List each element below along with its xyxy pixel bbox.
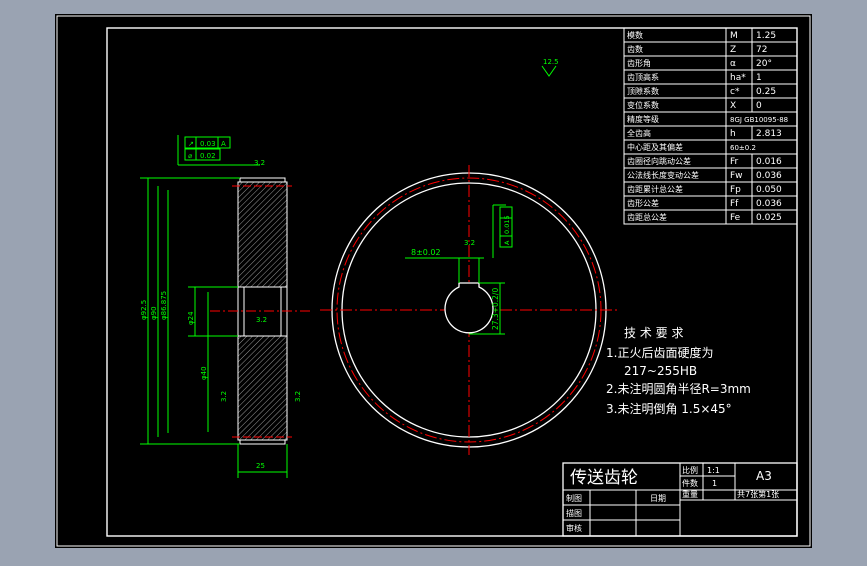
- sheets-text: 共7张第1张: [737, 489, 779, 499]
- param-value: 60±0.2: [730, 144, 756, 152]
- tech-item-1: 1.正火后齿面硬度为: [606, 345, 713, 360]
- dim-key-depth-text: 27.3+0.2/0: [491, 288, 500, 330]
- drawing-canvas[interactable]: [55, 14, 812, 548]
- tech-item-2: 2.未注明圆角半径R=3mm: [606, 381, 751, 396]
- param-name: 顶隙系数: [627, 86, 659, 96]
- param-symbol: Z: [730, 45, 736, 55]
- dim-pitch-text: φ90: [150, 306, 158, 320]
- roughness-top-text: 12.5: [543, 58, 559, 66]
- tech-title: 技 术 要 求: [624, 326, 683, 340]
- upper-section-hatch: [237, 181, 288, 288]
- draw-label: 描图: [566, 508, 582, 518]
- param-value: 0.25: [756, 87, 776, 97]
- tech-item-3: 3.未注明倒角 1.5×45°: [606, 401, 732, 416]
- sym-tol-text: 0.015: [503, 215, 511, 234]
- flatness-icon: ⌀: [188, 152, 192, 160]
- roughness-keyway-text: 3.2: [464, 239, 475, 247]
- param-symbol: X: [730, 101, 736, 111]
- roughness-bore-text: 3.2: [256, 316, 267, 324]
- param-symbol: Fw: [730, 171, 743, 181]
- dim-key-width-text: 8±0.02: [411, 248, 441, 257]
- runout-icon: ↗: [188, 140, 194, 148]
- param-value: 0: [756, 101, 762, 111]
- param-symbol: Fr: [730, 157, 739, 167]
- sym-tol-frame: [499, 206, 513, 248]
- tol-flat-text: 0.02: [200, 152, 216, 160]
- param-name: 变位系数: [627, 100, 659, 110]
- param-value: 72: [756, 45, 767, 55]
- param-symbol: ha*: [730, 73, 746, 83]
- tol-frame-flat: [184, 148, 221, 161]
- count-label: 件数: [682, 478, 698, 488]
- dim-bore-text: φ24: [187, 311, 195, 325]
- lower-tooth-tip: [239, 439, 286, 445]
- roughness-right-text: 3.2: [294, 391, 302, 402]
- weight-label: 重量: [682, 489, 698, 499]
- param-name: 模数: [627, 30, 643, 40]
- tech-requirements: 技 术 要 求 1.正火后齿面硬度为 217~255HB 2.未注明圆角半径R=…: [606, 326, 751, 416]
- param-symbol: c*: [730, 87, 740, 97]
- param-symbol: Fp: [730, 185, 741, 195]
- param-name: 全齿高: [627, 128, 651, 138]
- param-symbol: h: [730, 129, 736, 139]
- dim-root-text: φ86.875: [160, 291, 168, 320]
- check-label: 审核: [566, 523, 582, 533]
- count-value: 1: [712, 479, 717, 488]
- dim-width-text: 25: [256, 462, 265, 470]
- tol-runout-text: 0.03: [200, 140, 216, 148]
- tol-ref-text: A: [221, 140, 226, 148]
- param-symbol: M: [730, 31, 738, 41]
- param-name: 精度等级: [627, 114, 659, 124]
- param-symbol: Fe: [730, 213, 741, 223]
- param-value: 0.025: [756, 213, 782, 223]
- param-symbol: Ff: [730, 199, 739, 209]
- bore-keyway: [444, 282, 494, 334]
- param-value: 0.050: [756, 185, 782, 195]
- dim-hub-text: φ40: [200, 366, 208, 380]
- param-symbol: α: [730, 59, 736, 69]
- part-name: 传送齿轮: [570, 468, 638, 488]
- roughness-left-text: 3.2: [220, 391, 228, 402]
- param-value: 1: [756, 73, 762, 83]
- param-name: 齿数: [627, 44, 643, 54]
- param-value: 0.036: [756, 199, 782, 209]
- param-name: 公法线长度变动公差: [627, 170, 699, 180]
- front-view: 8±0.02 27.3+0.2/0 0.015 A 3.2 12.5: [320, 58, 618, 455]
- section-view: 0.03 A 0.02 ↗ ⌀ φ92.5 φ90 φ86.875 φ24 φ4…: [140, 135, 312, 478]
- sheet-size: A3: [756, 469, 772, 483]
- upper-tooth-tip: [239, 177, 286, 183]
- param-value: 1.25: [756, 31, 776, 41]
- tol-frame-runout: [184, 136, 231, 149]
- dim-outer-text: φ92.5: [140, 300, 148, 320]
- date-label: 日期: [650, 494, 666, 503]
- title-block-text: 传送齿轮 比例 1:1 件数 1 A3 重量 共7张第1张 制图 日期 描图 审…: [566, 465, 779, 533]
- params-table: 模数 M 1.25 齿数 Z 72 齿形角 α 20° 齿顶高系 ha* 1 顶隙系数 c* 0.25 变位系…: [623, 27, 798, 225]
- outer-frame: [56, 15, 811, 547]
- param-name: 齿距总公差: [627, 212, 667, 222]
- sym-ref-text: A: [503, 240, 511, 245]
- roughness-top-symbol: [541, 65, 557, 77]
- title-block: [562, 462, 798, 537]
- roughness-face-text: 3.2: [254, 159, 265, 167]
- param-name: 齿顶高系: [627, 72, 659, 82]
- param-name: 齿圈径向跳动公差: [627, 156, 691, 166]
- param-name: 齿形角: [627, 58, 651, 68]
- lower-section-hatch: [237, 335, 288, 441]
- param-name: 齿距累计总公差: [627, 184, 683, 194]
- tech-item-1b: 217~255HB: [624, 364, 697, 378]
- param-value: 0.036: [756, 171, 782, 181]
- param-value: 2.813: [756, 129, 782, 139]
- param-value: 0.016: [756, 157, 782, 167]
- inner-frame: [106, 27, 798, 537]
- param-value: 8GJ GB10095-88: [730, 116, 788, 124]
- param-name: 中心距及其偏差: [627, 142, 683, 152]
- param-value: 20°: [756, 59, 772, 69]
- scale-value: 1:1: [707, 466, 720, 475]
- drawn-label: 制图: [566, 493, 582, 503]
- param-name: 齿形公差: [627, 198, 659, 208]
- scale-label: 比例: [682, 465, 698, 475]
